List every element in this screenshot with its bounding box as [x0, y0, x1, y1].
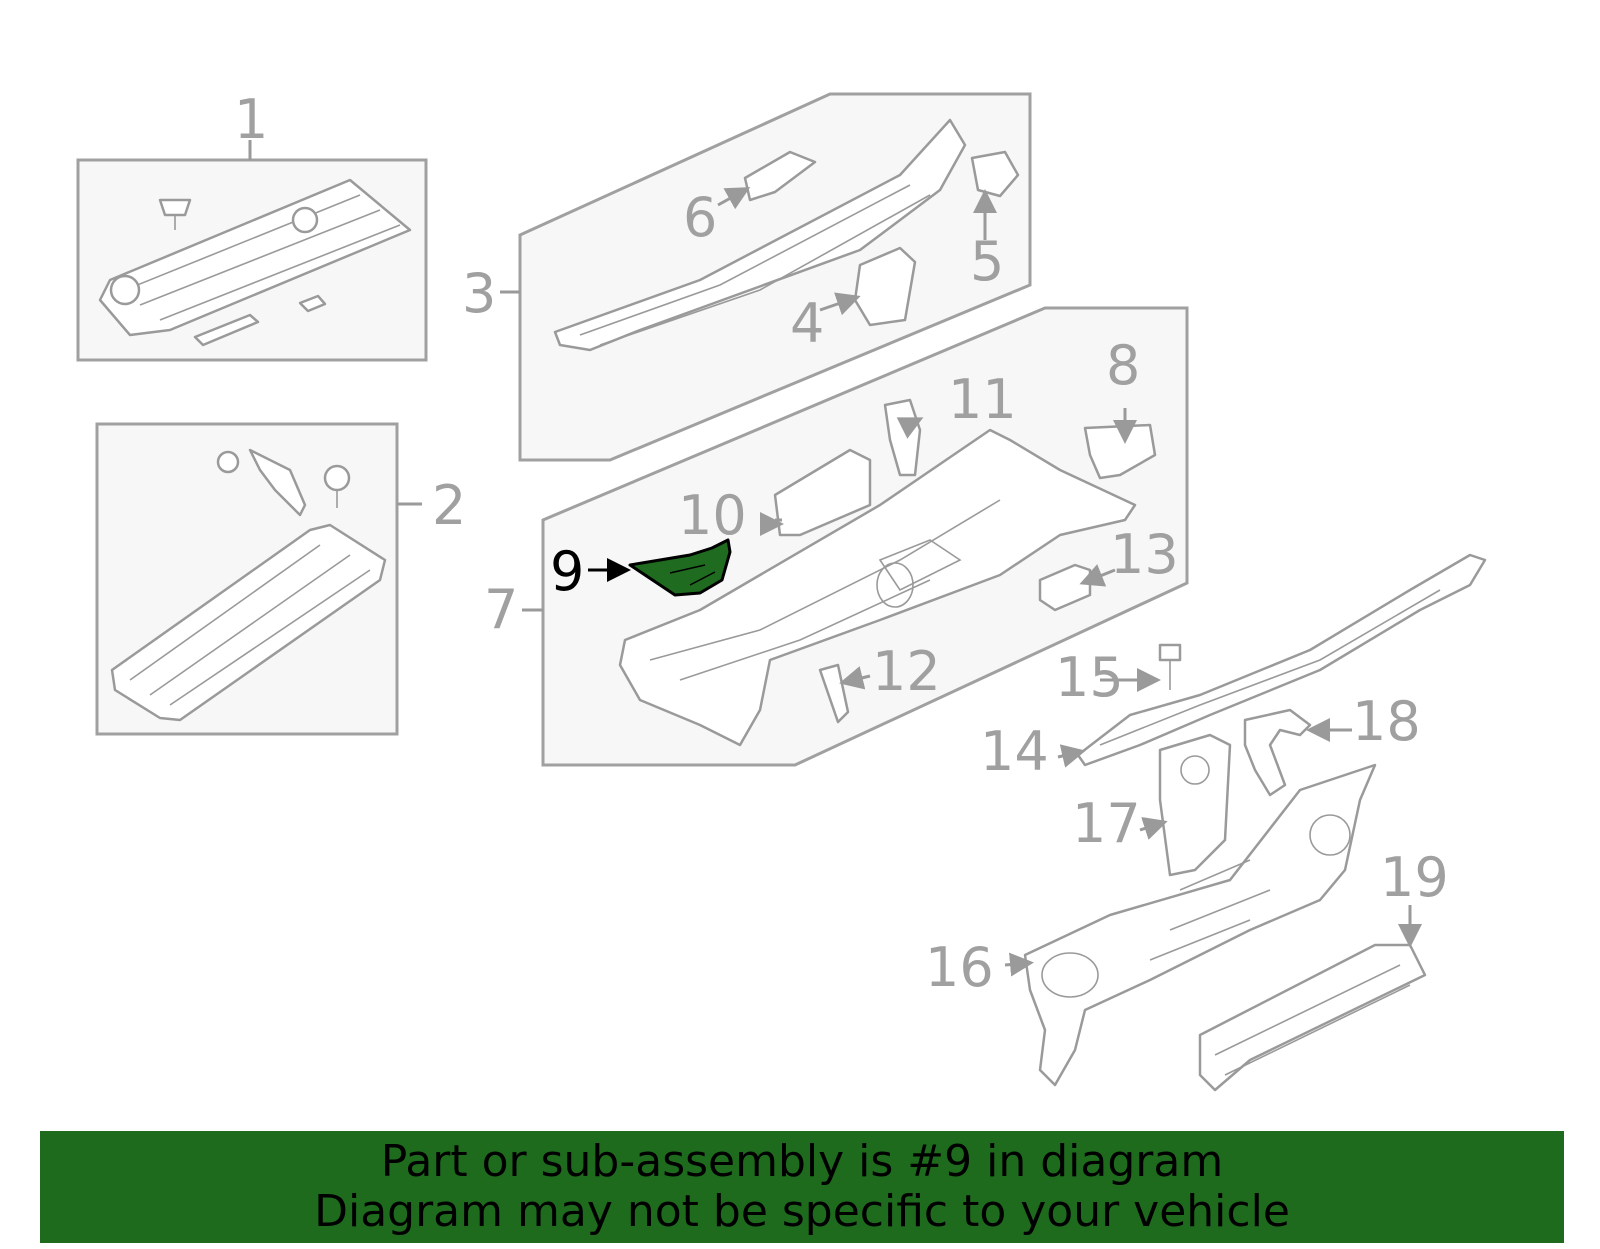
bracket-part-5	[970, 150, 1020, 198]
clip-part	[158, 198, 192, 217]
group-box-7	[522, 306, 1189, 767]
group-box-2	[95, 422, 422, 736]
callout-9-highlighted[interactable]: 9	[550, 540, 584, 603]
callout-8: 8	[1106, 334, 1140, 397]
panel-part-17	[1158, 733, 1232, 877]
callout-7: 7	[484, 578, 518, 641]
callout-17: 17	[1072, 792, 1141, 855]
callout-16: 16	[925, 936, 994, 999]
callout-labels: 1 2 3 4 5 6 7 8 9 10 11 12 13 14 15 16 1…	[234, 88, 1449, 999]
group-box-3	[500, 92, 1032, 462]
insulator-part-18	[1243, 708, 1312, 797]
crossmember-part-19	[1198, 943, 1427, 1092]
callout-5: 5	[970, 230, 1004, 293]
callout-4: 4	[790, 292, 824, 355]
callout-11: 11	[948, 368, 1017, 431]
banner-line-1: Part or sub-assembly is #9 in diagram	[380, 1136, 1224, 1187]
banner-line-2: Diagram may not be specific to your vehi…	[314, 1186, 1290, 1237]
bolt-part-15	[1158, 643, 1182, 662]
callout-3: 3	[462, 262, 496, 325]
cowl-panel-part	[98, 178, 412, 337]
bracket-part-8	[1083, 423, 1157, 480]
callout-2: 2	[432, 474, 466, 537]
callout-19: 19	[1380, 846, 1449, 909]
info-banner: Part or sub-assembly is #9 in diagram Di…	[40, 1131, 1564, 1243]
bracket-part-13	[1038, 563, 1092, 612]
callout-10: 10	[678, 484, 747, 547]
callout-14: 14	[980, 720, 1049, 783]
dash-panel-part-16	[1023, 763, 1377, 1087]
callout-12: 12	[872, 640, 941, 703]
callout-1: 1	[234, 88, 268, 151]
cowl-side-part	[110, 523, 387, 722]
callout-6: 6	[683, 186, 717, 249]
callout-13: 13	[1110, 523, 1179, 586]
bracket-part-9-highlighted[interactable]	[628, 538, 732, 597]
callout-15: 15	[1055, 646, 1124, 709]
loose-parts	[1004, 553, 1487, 1092]
cowl-upper-panel-part	[553, 118, 967, 352]
group-box-1	[76, 140, 428, 362]
callout-18: 18	[1352, 690, 1421, 753]
